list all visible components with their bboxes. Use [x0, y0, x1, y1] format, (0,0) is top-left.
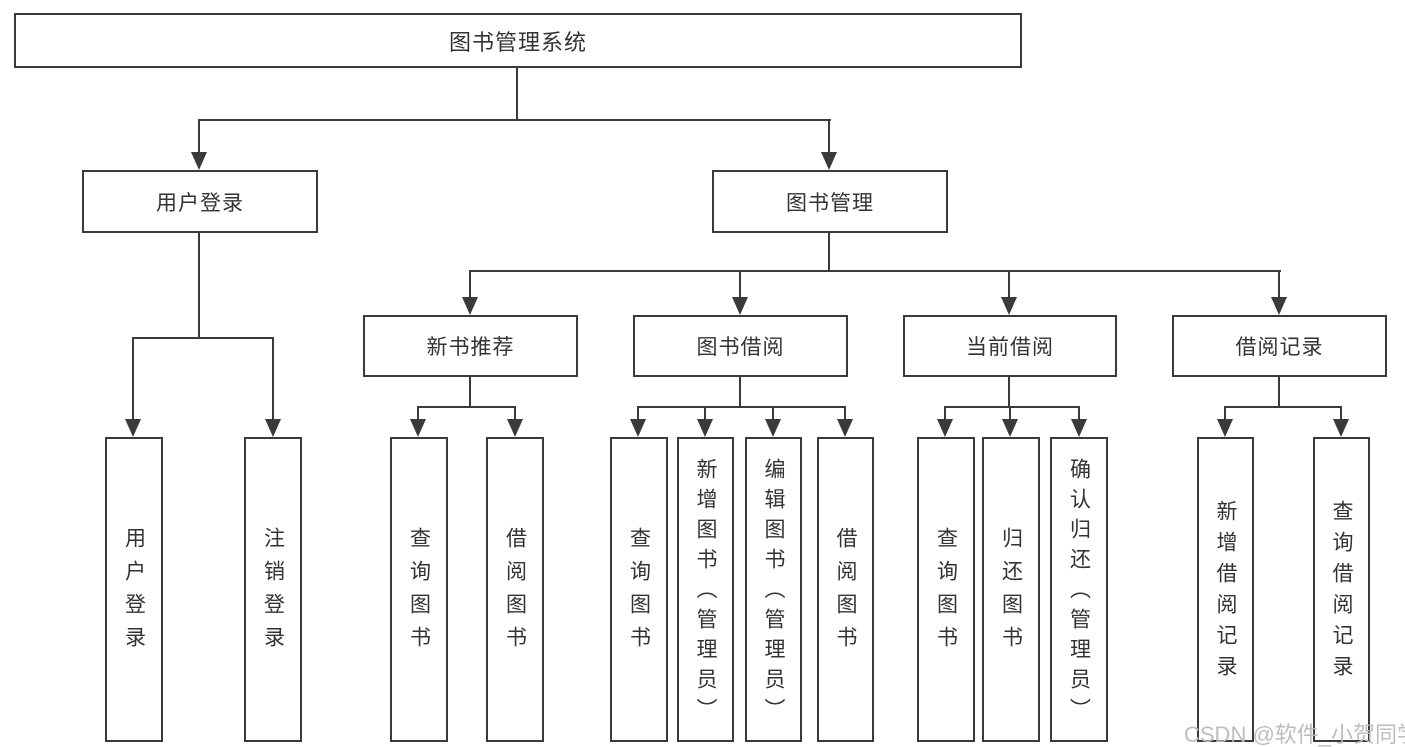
arrow-to-leaf-confirm-return — [1071, 419, 1087, 437]
connector-mgmt-drop-4 — [1278, 270, 1280, 298]
connector-root-drop-left — [198, 119, 200, 155]
leaf-borrow-borrow-books: 借阅图书 — [817, 437, 874, 742]
connector-login-stem — [198, 233, 200, 339]
arrow-to-book-management — [821, 152, 837, 170]
arrow-to-leaf-return-books — [1002, 419, 1018, 437]
connector-current-drop-3 — [1078, 406, 1080, 420]
arrow-to-leaf-edit-books — [765, 419, 781, 437]
leaf-user-login: 用户登录 — [105, 437, 163, 742]
node-user-login-branch: 用户登录 — [82, 170, 318, 233]
arrow-to-current-borrow — [1001, 297, 1017, 315]
arrow-to-new-book-recommend — [462, 297, 478, 315]
leaf-logout: 注销登录 — [244, 437, 302, 742]
leaf-return-books: 归还图书 — [982, 437, 1040, 742]
arrow-to-leaf-query-record — [1333, 419, 1349, 437]
connector-borrow-rail — [637, 406, 846, 408]
leaf-return-books-label: 归还图书 — [999, 526, 1023, 659]
connector-login-drop-2 — [272, 337, 274, 421]
leaf-recommend-borrow-books-label: 借阅图书 — [503, 526, 527, 659]
arrow-to-leaf-add-record — [1217, 419, 1233, 437]
leaf-add-borrow-record: 新增借阅记录 — [1197, 437, 1254, 742]
leaf-edit-books-admin-label: 编辑图书（管理员） — [762, 457, 785, 728]
connector-recommend-stem — [469, 377, 471, 407]
leaf-current-query-books: 查询图书 — [917, 437, 975, 742]
connector-borrow-stem — [739, 377, 741, 407]
node-new-book-recommend: 新书推荐 — [363, 315, 578, 377]
node-book-borrow-label: 图书借阅 — [696, 336, 785, 359]
node-book-borrow: 图书借阅 — [633, 315, 848, 377]
arrow-to-leaf-user-login — [125, 419, 141, 437]
connector-records-rail — [1224, 406, 1342, 408]
leaf-logout-label: 注销登录 — [261, 526, 285, 659]
leaf-borrow-borrow-books-label: 借阅图书 — [834, 526, 857, 659]
connector-records-drop-2 — [1340, 406, 1342, 420]
connector-current-stem — [1008, 377, 1010, 407]
connector-current-drop-2 — [1009, 406, 1011, 420]
arrow-to-leaf-borrow-query — [630, 419, 646, 437]
connector-current-rail — [944, 406, 1080, 408]
leaf-recommend-query-books-label: 查询图书 — [407, 526, 431, 659]
leaf-query-borrow-record-label: 查询借阅记录 — [1330, 499, 1353, 686]
connector-borrow-drop-4 — [844, 406, 846, 420]
arrow-to-leaf-logout — [265, 419, 281, 437]
connector-records-drop-1 — [1224, 406, 1226, 420]
leaf-query-borrow-record: 查询借阅记录 — [1313, 437, 1370, 742]
arrow-to-leaf-add-books — [697, 419, 713, 437]
connector-mgmt-drop-1 — [469, 270, 471, 298]
node-root: 图书管理系统 — [14, 13, 1022, 68]
leaf-borrow-query-books: 查询图书 — [610, 437, 668, 742]
connector-mgmt-drop-2 — [739, 270, 741, 298]
connector-login-drop-1 — [132, 337, 134, 421]
connector-records-stem — [1278, 377, 1280, 407]
node-new-book-recommend-label: 新书推荐 — [426, 336, 515, 359]
arrow-to-leaf-borrow-books — [837, 419, 853, 437]
node-borrow-records: 借阅记录 — [1172, 315, 1387, 377]
csdn-watermark: CSDN @软件_小贺同学 — [1184, 722, 1405, 747]
connector-mgmt-drop-3 — [1008, 270, 1010, 298]
leaf-edit-books-admin: 编辑图书（管理员） — [745, 437, 802, 742]
node-current-borrow: 当前借阅 — [903, 315, 1117, 377]
connector-borrow-drop-3 — [772, 406, 774, 420]
leaf-recommend-query-books: 查询图书 — [390, 437, 448, 742]
connector-login-rail — [132, 337, 274, 339]
leaf-user-login-label: 用户登录 — [122, 526, 146, 659]
arrow-to-leaf-recommend-query — [410, 419, 426, 437]
leaf-add-books-admin-label: 新增图书（管理员） — [694, 457, 717, 728]
leaf-add-books-admin: 新增图书（管理员） — [677, 437, 734, 742]
arrow-to-borrow-records — [1271, 297, 1287, 315]
leaf-add-borrow-record-label: 新增借阅记录 — [1214, 499, 1237, 686]
leaf-recommend-borrow-books: 借阅图书 — [486, 437, 544, 742]
connector-recommend-drop-1 — [417, 406, 419, 420]
connector-borrow-drop-1 — [637, 406, 639, 420]
connector-recommend-rail — [417, 406, 516, 408]
connector-root-drop-right — [828, 119, 830, 155]
connector-borrow-drop-2 — [704, 406, 706, 420]
arrow-to-leaf-current-query — [937, 419, 953, 437]
leaf-current-query-books-label: 查询图书 — [934, 526, 958, 659]
leaf-confirm-return-admin-label: 确认归还（管理员） — [1067, 457, 1091, 728]
connector-mgmt-stem — [828, 233, 830, 272]
arrow-to-user-login-branch — [191, 152, 207, 170]
arrow-to-book-borrow — [732, 297, 748, 315]
node-book-management-label: 图书管理 — [786, 191, 874, 215]
leaf-confirm-return-admin: 确认归还（管理员） — [1050, 437, 1108, 742]
connector-recommend-drop-2 — [514, 406, 516, 420]
node-book-management: 图书管理 — [712, 170, 948, 233]
connector-root-rail — [198, 119, 831, 121]
leaf-borrow-query-books-label: 查询图书 — [627, 526, 651, 659]
connector-mgmt-rail — [469, 270, 1281, 272]
node-current-borrow-label: 当前借阅 — [966, 336, 1054, 359]
connector-root-stem — [516, 68, 518, 120]
node-user-login-branch-label: 用户登录 — [156, 191, 244, 215]
connector-current-drop-1 — [944, 406, 946, 420]
node-borrow-records-label: 借阅记录 — [1235, 336, 1324, 359]
node-root-label: 图书管理系统 — [448, 29, 587, 55]
arrow-to-leaf-recommend-borrow — [507, 419, 523, 437]
